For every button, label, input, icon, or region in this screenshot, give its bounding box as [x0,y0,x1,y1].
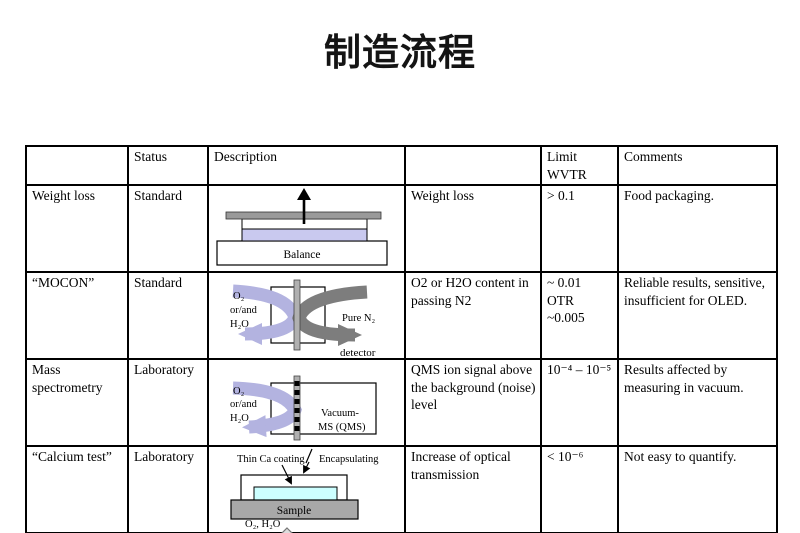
membrane-dash [294,399,300,405]
gas-label-o2: O₂ [233,291,245,302]
coating-pointer-arrow [281,464,292,485]
signal-cell: QMS ion signal above the background (noi… [404,358,542,448]
header-description: Description [207,144,406,187]
encapsulating-slash [305,448,313,464]
detector-label: detector [340,347,376,359]
balance-label: Balance [283,249,320,261]
mocon-diagram-cell: O₂ or/and H₂O Pure N₂ detector [207,271,406,361]
membrane-dash [294,381,300,387]
membrane-dash [294,390,300,396]
limit-cell: > 0.1 [540,184,619,274]
method-cell: Weight loss [25,184,129,274]
encapsulating-label: Encapsulating [319,454,379,465]
comments-cell: Food packaging. [617,184,778,274]
slide-title: 制造流程 [324,33,476,74]
vacuum-ms-label-line1: Vacuum- [321,408,359,419]
calcium-diagram: Thin Ca coating Encapsulating Sample O₂,… [230,448,379,533]
gas-label-orand: or/and [230,305,258,316]
method-cell: “Calcium test” [25,445,129,533]
table-row-calcium-test: “Calcium test” Laboratory [25,445,778,533]
wvtr-comparison-table: Status Description Limit WVTR Comments W… [25,144,778,533]
gas-ingress-arrow [281,527,293,533]
balance-diagram: Balance [216,188,388,266]
table-row-mass-spectrometry: Mass spectrometry Laboratory O₂ [25,358,778,448]
vacuum-ms-label-line2: MS (QMS) [318,422,366,433]
encapsulating-pointer-arrow [303,461,311,474]
limit-cell: ~ 0.01 OTR ~0.005 [540,271,619,361]
header-status: Status [127,144,209,187]
evaporation-arrow-head [297,188,311,201]
membrane-dash [294,426,300,432]
header-limit-wvtr: Limit WVTR [540,144,619,187]
limit-cell: 10⁻⁴ – 10⁻⁵ [540,358,619,448]
gas-label-h2o: H₂O [230,319,249,330]
header-comments: Comments [617,144,778,187]
signal-cell: Weight loss [404,184,542,274]
method-cell: “MOCON” [25,271,129,361]
signal-cell: O2 or H2O content in passing N2 [404,271,542,361]
ms-diagram: O₂ or/and H₂O Vacuum- MS (QMS) [230,375,377,441]
mocon-diagram: O₂ or/and H₂O Pure N₂ detector [230,279,376,359]
gas-label-h2o: H₂O [230,413,249,424]
membrane-bar [293,279,301,351]
status-cell: Laboratory [127,358,209,448]
thin-ca-coating-label: Thin Ca coating [237,454,305,465]
pure-n2-label: Pure N₂ [342,313,375,324]
comments-cell: Results affected by measuring in vacuum. [617,358,778,448]
ca-coating-layer [253,486,338,501]
o2-h2o-label: O₂, H₂O [245,519,281,530]
balance-diagram-cell: Balance [207,184,406,274]
sample-label: Sample [277,505,312,517]
ms-diagram-cell: O₂ or/and H₂O Vacuum- MS (QMS) [207,358,406,448]
membrane-dash [294,417,300,423]
status-cell: Standard [127,184,209,274]
balance-box [216,240,388,266]
status-cell: Standard [127,271,209,361]
comments-cell: Reliable results, sensitive, insufficien… [617,271,778,361]
membrane-dash [294,408,300,414]
comments-cell: Not easy to quantify. [617,445,778,533]
method-cell: Mass spectrometry [25,358,129,448]
table-row-weight-loss: Weight loss Standard Balance Weight loss… [25,184,778,274]
liquid-layer [241,228,368,242]
limit-cell: < 10⁻⁶ [540,445,619,533]
signal-cell: Increase of optical transmission [404,445,542,533]
header-method [25,144,129,187]
status-cell: Laboratory [127,445,209,533]
sample-bar [230,499,359,520]
header-signal [404,144,542,187]
header-row: Status Description Limit WVTR Comments [25,144,778,187]
gas-label-o2: O₂ [233,386,245,397]
table-row-mocon: “MOCON” Standard [25,271,778,361]
gas-label-orand: or/and [230,399,258,410]
calcium-diagram-cell: Thin Ca coating Encapsulating Sample O₂,… [207,445,406,533]
